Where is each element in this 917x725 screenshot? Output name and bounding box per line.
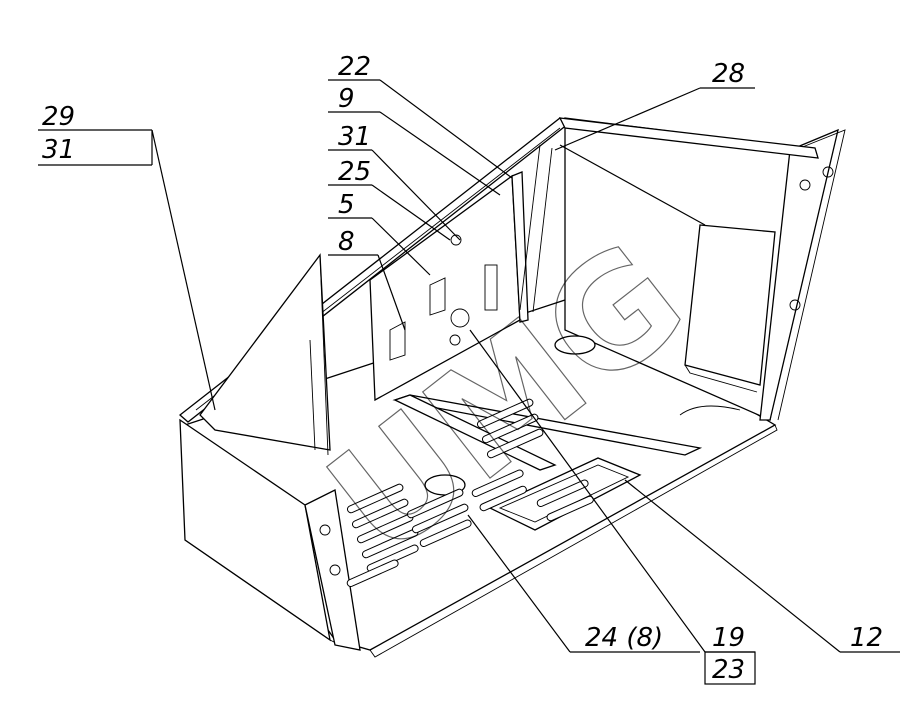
upright-post bbox=[511, 171, 529, 323]
callout-24: 24 (8) bbox=[585, 623, 663, 653]
mounting-studs bbox=[319, 166, 834, 576]
callout-22: 22 bbox=[338, 52, 371, 82]
callout-5: 5 bbox=[338, 190, 355, 220]
vent-slots bbox=[346, 398, 594, 588]
callout-29: 29 bbox=[42, 102, 75, 132]
left-inner-wall bbox=[199, 253, 331, 451]
callout-19: 19 bbox=[712, 623, 745, 653]
callout-23: 23 bbox=[712, 655, 745, 685]
callout-12: 12 bbox=[850, 623, 883, 653]
callout-25: 25 bbox=[338, 157, 371, 187]
floor-hole-right bbox=[554, 335, 596, 355]
rear-top-rail bbox=[558, 117, 819, 159]
callout-8: 8 bbox=[338, 227, 355, 257]
callout-9: 9 bbox=[338, 84, 355, 114]
callout-31-mid: 31 bbox=[338, 122, 371, 152]
callout-labels: 29 31 22 9 31 25 5 8 28 24 (8) 19 23 12 bbox=[42, 52, 883, 685]
cabinet-drawing bbox=[178, 117, 846, 658]
callout-23-box bbox=[704, 651, 756, 685]
access-plate bbox=[684, 224, 776, 386]
leader-lines bbox=[38, 79, 900, 685]
callout-28: 28 bbox=[712, 59, 745, 89]
right-side-panel bbox=[759, 128, 839, 421]
floor-beam bbox=[393, 394, 557, 471]
callout-31-left: 31 bbox=[42, 135, 75, 165]
left-end-plate bbox=[304, 489, 361, 651]
